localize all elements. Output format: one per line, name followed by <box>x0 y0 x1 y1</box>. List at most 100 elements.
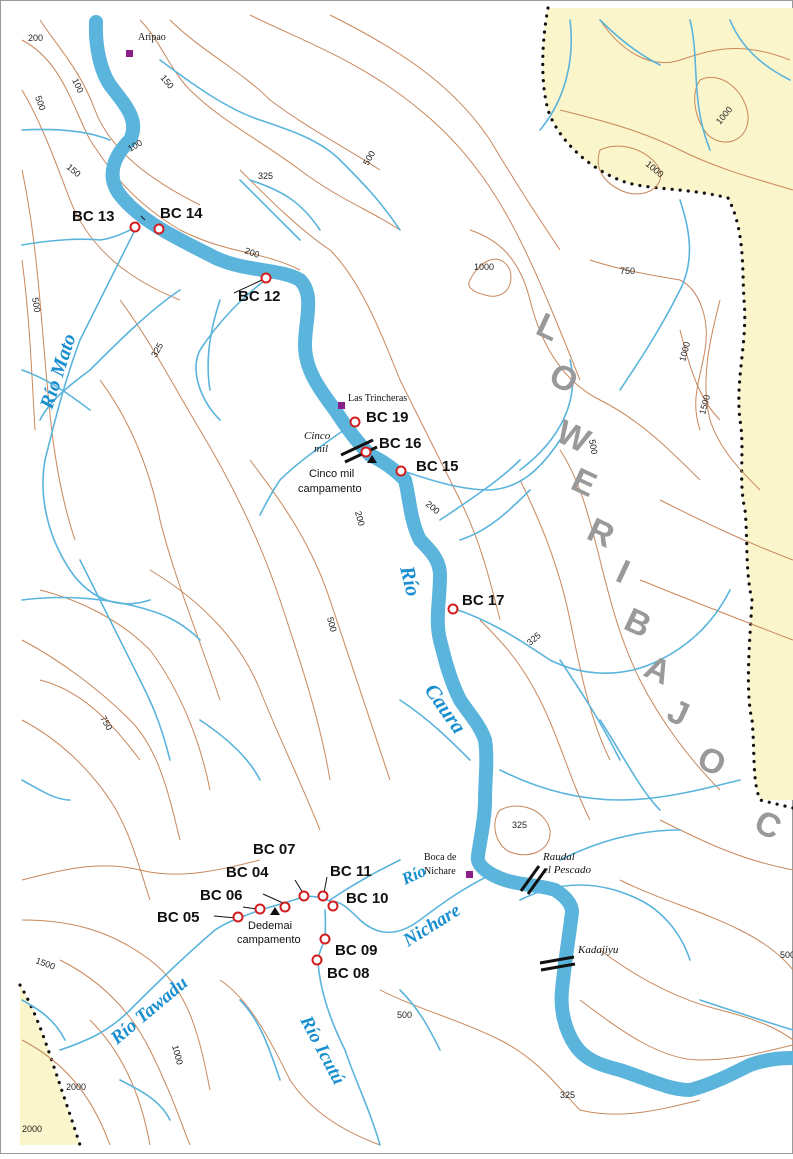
sample-site-label-bc-15: BC 15 <box>416 458 459 475</box>
contour-label: 325 <box>560 1090 575 1100</box>
sample-site-label-bc-04: BC 04 <box>226 864 269 881</box>
contour-line <box>219 979 381 1146</box>
contour-label: 325 <box>512 820 527 830</box>
contour-line <box>619 879 793 971</box>
settlement-label-boca-de-nichare: Nichare <box>424 866 456 877</box>
contour-line <box>519 479 611 761</box>
contour-line <box>559 109 793 191</box>
contour-line <box>59 959 191 1146</box>
contour-line <box>139 19 401 231</box>
rapid-label-cinco-mil: Cinco <box>304 430 331 442</box>
contour-line <box>468 258 512 297</box>
rapids-markers <box>340 438 576 972</box>
stream <box>21 779 71 801</box>
rapids-labels: Cinco mil Raudal el Pescado Kadajiyu <box>304 430 619 956</box>
stream <box>559 829 681 861</box>
sample-site-marker <box>360 446 372 458</box>
contour-line <box>39 679 141 761</box>
sample-sites <box>129 221 459 966</box>
contour-label: 750 <box>620 266 635 276</box>
sample-site-marker <box>260 272 272 284</box>
boundary-line-east <box>541 6 793 810</box>
stream <box>399 699 471 761</box>
stream <box>21 227 136 246</box>
stream <box>699 999 793 1031</box>
rapid-label-raudal-el-pescado: Raudal <box>542 851 575 863</box>
sample-site-label-bc-14: BC 14 <box>160 205 203 222</box>
contour-line <box>149 569 321 831</box>
settlements: Aripao Las Trincheras Boca de Nichare <box>126 32 473 878</box>
contour-line <box>21 39 301 271</box>
settlement-label-aripao: Aripao <box>138 32 166 43</box>
contour-line <box>559 449 721 791</box>
contour-line <box>589 259 707 431</box>
boundary-line-southwest <box>18 983 82 1147</box>
contour-label: 325 <box>258 171 273 181</box>
contour-line <box>239 169 501 621</box>
highland-area-east <box>542 8 793 800</box>
stream <box>21 999 66 1041</box>
stream <box>399 439 561 491</box>
stream <box>499 769 741 801</box>
stream-rio-mato <box>42 229 151 605</box>
stream <box>119 1079 171 1121</box>
camp-label-dedemai: Dedemai <box>248 920 292 932</box>
contour-line <box>21 169 76 541</box>
contour-line <box>599 19 791 64</box>
sample-site-marker <box>349 416 361 428</box>
sample-site-marker <box>327 900 339 912</box>
contour-line <box>249 14 581 381</box>
stream <box>689 19 711 151</box>
contour-label: 200 <box>353 510 367 527</box>
stream <box>619 199 691 391</box>
stream <box>239 999 281 1081</box>
sample-site-marker <box>254 903 266 915</box>
stream <box>519 359 574 471</box>
sample-site-marker <box>298 890 310 902</box>
sample-site-label-bc-05: BC 05 <box>157 909 200 926</box>
contour-line <box>21 89 181 301</box>
stream-rio-tawadu <box>59 897 301 1051</box>
contour-line <box>379 989 701 1115</box>
stream <box>399 989 441 1051</box>
contour-label: 1000 <box>474 262 494 272</box>
sample-site-marker <box>319 933 331 945</box>
highland-areas <box>20 8 793 1145</box>
stream <box>207 299 221 391</box>
stream <box>239 179 301 241</box>
contour-line <box>599 949 793 1041</box>
sample-site-marker <box>447 603 459 615</box>
contour-line <box>469 229 701 481</box>
contour-line <box>639 579 793 641</box>
stream <box>729 19 791 81</box>
contour-line <box>705 299 761 491</box>
contour-line <box>21 719 151 901</box>
contour-line <box>659 499 793 561</box>
contour-line <box>659 819 793 871</box>
sample-site-label-bc-17: BC 17 <box>462 592 505 609</box>
stream <box>539 19 573 131</box>
sample-site-label-bc-19: BC 19 <box>366 409 409 426</box>
contour-line <box>329 14 561 251</box>
contour-label: 500 <box>325 616 339 633</box>
settlement-label-boca-de-nichare: Boca de <box>424 852 457 863</box>
contour-line <box>249 459 391 781</box>
stream <box>459 489 531 541</box>
contour-line <box>494 805 551 856</box>
contour-line <box>21 639 181 841</box>
contour-line <box>579 999 793 1061</box>
contour-label: 200 <box>28 33 43 43</box>
stream <box>249 179 321 231</box>
rio-caura-channel <box>88 15 793 1097</box>
contour-line <box>21 859 261 881</box>
contour-line <box>21 259 36 431</box>
contour-line <box>21 1039 111 1146</box>
contour-line <box>169 19 381 171</box>
sample-site-marker <box>232 911 244 923</box>
camps: Cinco mil campamento Dedemai campamento <box>237 455 377 946</box>
contour-line <box>39 19 201 206</box>
settlement-label-las-trincheras: Las Trincheras <box>348 393 407 404</box>
region-boundary <box>18 6 793 1147</box>
